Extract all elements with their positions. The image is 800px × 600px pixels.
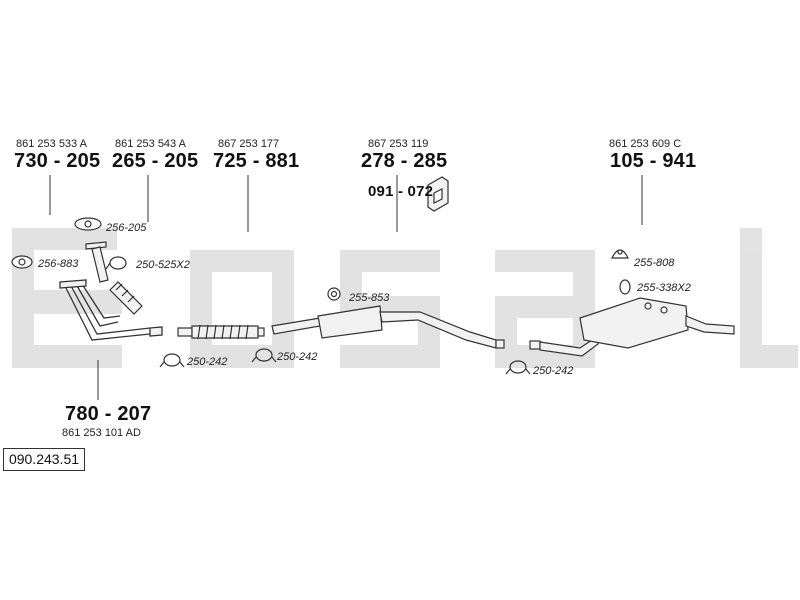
accessory-label: 256-883 [38, 258, 79, 270]
ring-255-853 [327, 287, 341, 301]
gasket-256-205 [74, 217, 102, 231]
hanger-part-number: 091 - 072 [368, 183, 434, 200]
gasket-256-883 [11, 255, 33, 269]
accessory-label: 255-808 [634, 257, 675, 269]
accessory-label: 250-242 [277, 351, 318, 363]
part-number: 278 - 285 [361, 150, 448, 172]
flex-tube-725-881 [177, 324, 265, 340]
accessory-label: 255-853 [349, 292, 390, 304]
ring-255-338x2 [619, 279, 631, 295]
clamp-250-242-2 [251, 348, 277, 363]
down-pipe [85, 241, 109, 283]
hanger-091-072 [427, 176, 449, 212]
part-number: 730 - 205 [14, 150, 101, 172]
part-number: 105 - 941 [610, 150, 697, 172]
rubber-mount-255-808 [611, 249, 629, 259]
flex-pipe [109, 281, 143, 315]
oem-number: 867 253 177 [218, 138, 280, 150]
oem-number: 861 253 101 AD [62, 427, 141, 439]
oem-number: 867 253 119 [368, 138, 429, 150]
accessory-label: 250-525X2 [136, 259, 190, 271]
clamp-250-525x2 [105, 256, 127, 270]
clamp-250-242-1 [159, 353, 185, 368]
oem-number: 861 253 609 C [609, 138, 682, 150]
accessory-label: 250-242 [187, 356, 228, 368]
part-number: 265 - 205 [112, 150, 199, 172]
leader-lines [49, 175, 643, 400]
accessory-label: 255-338X2 [637, 282, 691, 294]
oem-number: 861 253 533 A [16, 138, 87, 150]
oem-number: 861 253 543 A [115, 138, 186, 150]
rear-silencer-105-941 [529, 297, 735, 357]
front-pipe [59, 279, 163, 341]
reference-number-box: 090.243.51 [3, 448, 85, 471]
part-number: 780 - 207 [65, 403, 152, 425]
accessory-label: 256-205 [106, 222, 147, 234]
part-number: 725 - 881 [213, 150, 300, 172]
accessory-label: 250-242 [533, 365, 574, 377]
centre-pipe-278-285 [271, 305, 505, 349]
clamp-250-242-3 [505, 360, 531, 375]
